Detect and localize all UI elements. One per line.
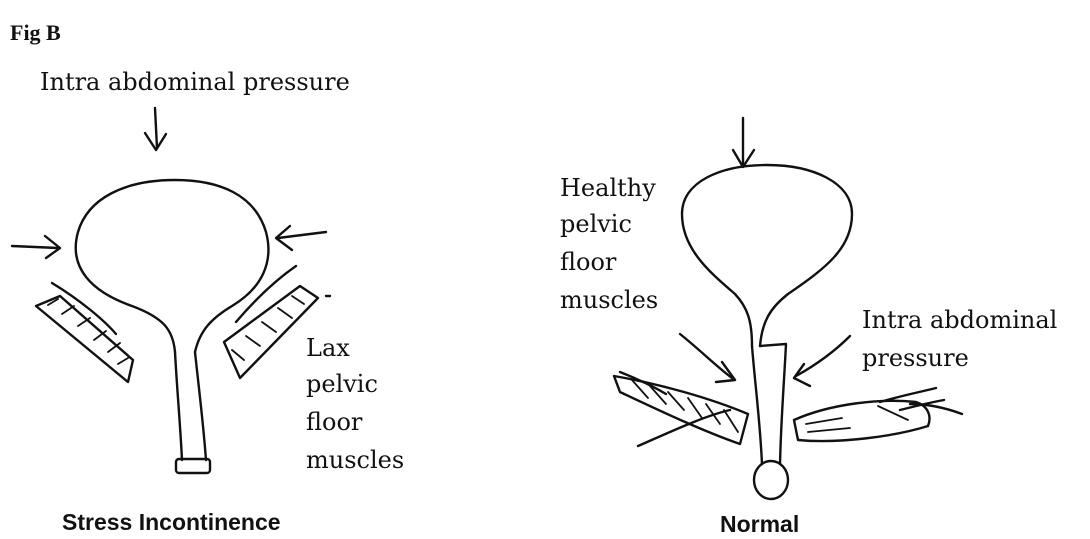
healthy-muscle-label: Healthy pelvic floor muscles [560,174,658,314]
normal-caption: Normal [720,511,799,537]
lax-muscle-left [36,283,133,382]
normal-pressure-label: Intra abdominal pressure [862,306,1057,372]
healthy-muscle-right [794,388,962,441]
healthy-label-line-4: muscles [560,286,658,314]
normal-diagram: Healthy pelvic floor muscles Intra abdom… [560,118,1057,537]
stress-incontinence-caption: Stress Incontinence [62,509,281,535]
stress-incontinence-diagram: Intra abdominal pressure [12,68,404,535]
lax-label-line-4: muscles [306,446,404,474]
normal-bladder [682,165,852,346]
normal-right-arrow [794,336,850,386]
lax-bladder [76,180,269,352]
lax-muscle-label: Lax pelvic floor muscles [306,334,404,474]
lax-label-line-3: floor [306,408,363,436]
lax-urethral-opening [176,459,210,473]
right-pressure-arrow [276,226,326,250]
lax-urethra [175,352,206,460]
lax-label-line-1: Lax [306,334,350,362]
top-pressure-arrow [145,108,166,150]
figure-label: Fig B [10,20,61,45]
lax-label-line-2: pelvic [306,370,378,398]
normal-urethra [752,344,786,464]
intra-abdominal-pressure-label: Intra abdominal pressure [40,68,350,96]
normal-left-arrow [680,334,735,382]
normal-pressure-line-2: pressure [862,344,969,372]
healthy-label-line-1: Healthy [560,174,656,202]
healthy-label-line-3: floor [560,248,617,276]
normal-top-arrow [733,118,754,167]
normal-pressure-line-1: Intra abdominal [862,306,1057,334]
normal-urethral-opening [754,461,788,499]
healthy-label-line-2: pelvic [560,210,632,238]
healthy-muscle-left [614,372,748,446]
left-pressure-arrow [12,236,60,258]
